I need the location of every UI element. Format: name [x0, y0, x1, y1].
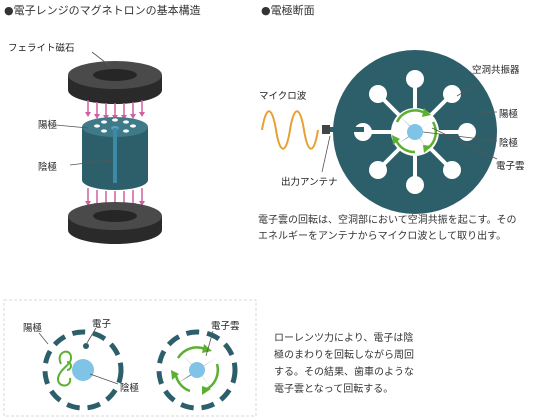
- section-title-cross-section: ●電極断面: [261, 4, 315, 17]
- label-anode: 陽極: [38, 120, 58, 131]
- label-cathode: 陰極: [38, 162, 58, 173]
- caption-line: 極のまわりを回転しながら周回: [274, 350, 414, 361]
- caption-line: エネルギーをアンテナからマイクロ波として取り出す。: [258, 231, 507, 242]
- electron-dot: [83, 343, 89, 349]
- lorentz-caption: ローレンツ力により、電子は陰 極のまわりを回転しながら周回 する。その結果、歯車…: [274, 330, 536, 398]
- microwave-wave: [261, 110, 319, 150]
- label-anode-bottom: 陽極: [23, 323, 43, 334]
- output-antenna: [322, 125, 364, 134]
- cathode-left: [72, 359, 94, 381]
- leader-lines-left: [55, 51, 113, 166]
- label-cathode-bottom: 陰極: [120, 383, 140, 394]
- label-microwave: マイクロ波: [259, 91, 307, 102]
- label-electron-cloud-bottom: 電子雲: [211, 321, 240, 332]
- section-title-structure: ●電子レンジのマグネトロンの基本構造: [4, 4, 201, 17]
- anode-ring-right: [156, 329, 238, 411]
- label-electron-cloud: 電子雲: [496, 161, 525, 172]
- caption-line: する。その結果、歯車のような: [274, 367, 414, 378]
- cross-section-caption: 電子雲の回転は、空洞部において空洞共振を起こす。その エネルギーをアンテナからマ…: [258, 213, 538, 245]
- label-cavity-resonator: 空洞共振器: [472, 65, 520, 76]
- cathode-rod: [113, 128, 117, 183]
- cathode-right: [189, 362, 205, 378]
- cavity-resonators: [354, 70, 476, 194]
- electron-spiral: [57, 350, 73, 387]
- label-output-antenna: 出力アンテナ: [281, 177, 338, 188]
- anode-ring-left: [42, 329, 124, 411]
- label-anode-cross: 陽極: [499, 109, 519, 120]
- top-ferrite-magnet: [68, 61, 162, 104]
- label-electron: 電子: [92, 319, 112, 330]
- caption-line: ローレンツ力により、電子は陰: [274, 333, 414, 344]
- cathode-core: [407, 124, 423, 140]
- rotation-arrows-bottom: [174, 346, 220, 393]
- caption-line: 電子雲の回転は、空洞部において空洞共振を起こす。その: [258, 215, 517, 226]
- label-ferrite-magnet: フェライト磁石: [8, 43, 75, 54]
- label-cathode-cross: 陰極: [499, 138, 519, 149]
- leader-lines-bottom: [38, 327, 214, 385]
- caption-line: 電子雲となって回転する。: [274, 384, 394, 395]
- bottom-panel-border: [3, 299, 257, 417]
- bottom-ferrite-magnet: [68, 202, 162, 244]
- leader-lines-right: [321, 82, 498, 173]
